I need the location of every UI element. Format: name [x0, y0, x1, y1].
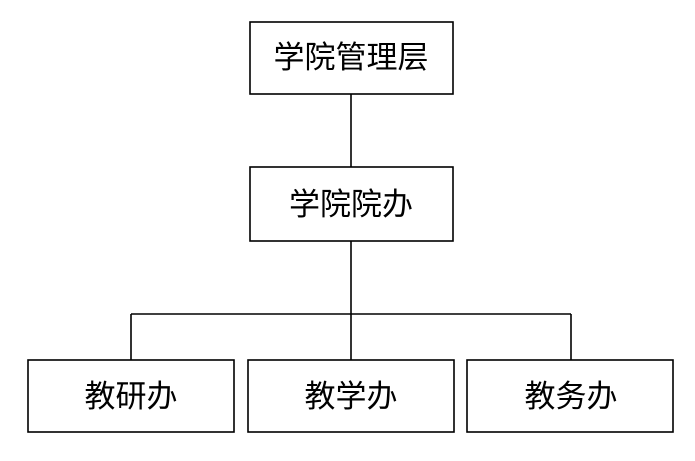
node-child-3: 教务办 [466, 359, 674, 433]
node-child-2: 教学办 [247, 359, 455, 433]
node-middle: 学院院办 [249, 166, 454, 242]
node-middle-box [249, 166, 454, 242]
node-child-2-box [247, 359, 455, 433]
node-root-box [249, 21, 454, 95]
node-child-3-box [466, 359, 674, 433]
node-child-1: 教研办 [27, 359, 235, 433]
node-child-1-box [27, 359, 235, 433]
node-root: 学院管理层 [249, 21, 454, 95]
node-child-3-label: 教务办 [525, 379, 618, 415]
node-middle-label: 学院院办 [289, 187, 413, 223]
node-child-2-label: 教学办 [305, 379, 398, 415]
node-root-label: 学院管理层 [274, 40, 429, 76]
node-child-1-label: 教研办 [85, 379, 178, 415]
